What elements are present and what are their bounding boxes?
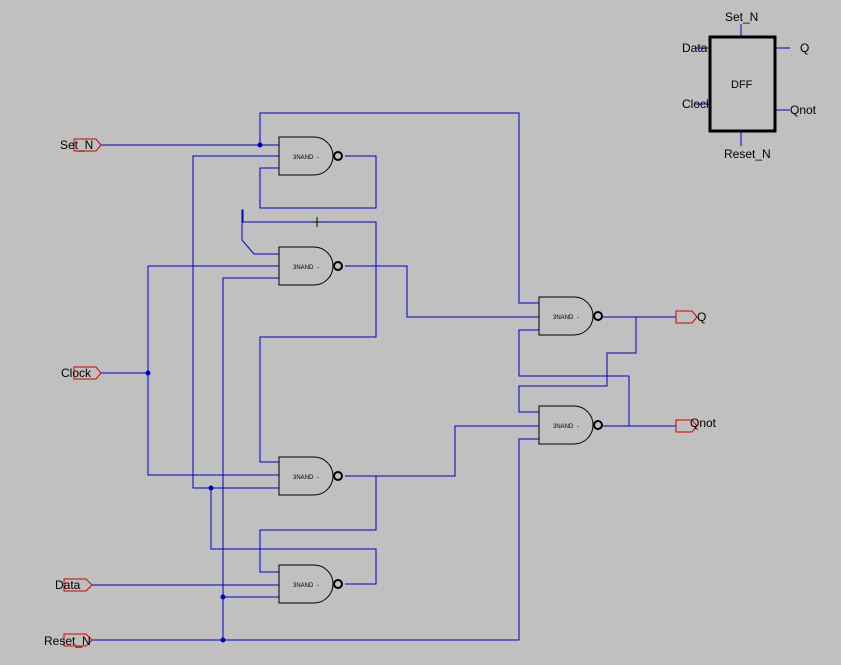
nand-gate-2[interactable]: 3NAND - bbox=[278, 246, 343, 286]
svg-text:-: - bbox=[317, 155, 319, 161]
pin-q: Q bbox=[800, 41, 809, 55]
gate-label: 3NAND bbox=[553, 424, 574, 430]
dff-symbol[interactable]: DFF Set_N Data Clock Reset_N Q Qnot bbox=[682, 10, 817, 161]
port-clock[interactable]: Clock bbox=[61, 366, 102, 380]
junctions bbox=[145, 142, 263, 643]
svg-text:-: - bbox=[577, 424, 579, 430]
svg-text:-: - bbox=[317, 265, 319, 271]
svg-text:-: - bbox=[317, 475, 319, 481]
gate-label: 3NAND bbox=[293, 265, 314, 271]
pin-clock: Clock bbox=[682, 97, 713, 111]
pin-data: Data bbox=[682, 41, 708, 55]
cursor-crosshair bbox=[312, 217, 322, 227]
symbol-name: DFF bbox=[731, 79, 753, 91]
port-q[interactable]: Q bbox=[675, 310, 706, 324]
pin-qnot: Qnot bbox=[790, 103, 817, 117]
nand-gate-1[interactable]: 3NAND - bbox=[278, 136, 343, 176]
pin-set-n: Set_N bbox=[725, 10, 758, 24]
port-label: Clock bbox=[61, 366, 92, 380]
port-label: Set_N bbox=[60, 138, 93, 152]
port-label: Reset_N bbox=[44, 634, 91, 648]
pin-reset-n: Reset_N bbox=[724, 147, 771, 161]
gate-label: 3NAND bbox=[293, 583, 314, 589]
port-label: Qnot bbox=[690, 416, 717, 430]
svg-text:-: - bbox=[577, 315, 579, 321]
port-reset-n[interactable]: Reset_N bbox=[44, 633, 93, 648]
wires bbox=[92, 112, 676, 641]
svg-text:-: - bbox=[317, 583, 319, 589]
port-data[interactable]: Data bbox=[55, 578, 93, 592]
nand-gate-3[interactable]: 3NAND - bbox=[278, 456, 343, 496]
gate-label: 3NAND bbox=[293, 475, 314, 481]
port-set-n[interactable]: Set_N bbox=[60, 138, 102, 152]
nand-gate-q[interactable]: 3NAND - bbox=[538, 296, 603, 336]
gate-label: 3NAND bbox=[553, 315, 574, 321]
port-label: Q bbox=[697, 310, 706, 324]
port-label: Data bbox=[55, 578, 81, 592]
gate-label: 3NAND bbox=[293, 155, 314, 161]
nand-gate-qnot[interactable]: 3NAND - bbox=[538, 405, 603, 445]
nand-gate-4[interactable]: 3NAND - bbox=[278, 564, 343, 604]
port-qnot[interactable]: Qnot bbox=[675, 416, 717, 433]
